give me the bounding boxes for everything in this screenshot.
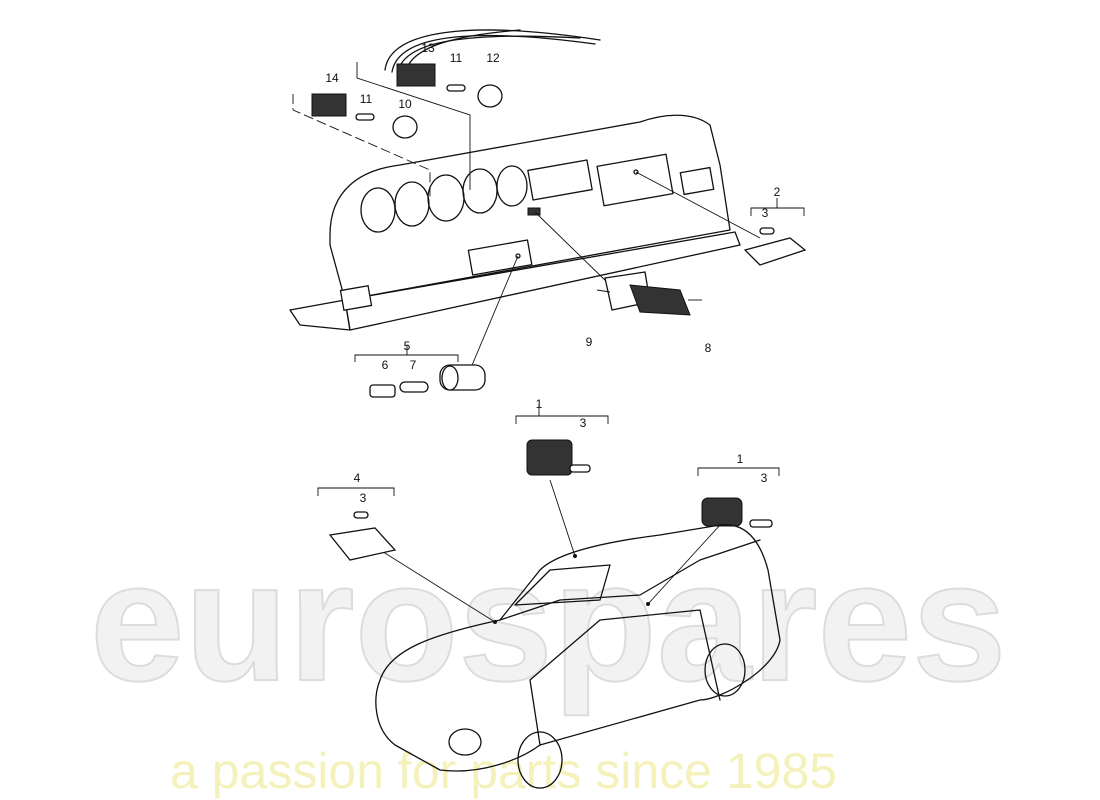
callout-5: 5 bbox=[404, 339, 411, 353]
callout-8: 8 bbox=[705, 341, 712, 355]
bulb-11-lower bbox=[355, 113, 375, 121]
leader-lines bbox=[379, 171, 761, 623]
switch-14 bbox=[311, 93, 347, 117]
part-1-right-lamp bbox=[697, 467, 780, 528]
dashboard bbox=[289, 114, 741, 331]
callout-6: 6 bbox=[382, 358, 389, 372]
car-outline bbox=[375, 524, 781, 789]
callout-1: 1 bbox=[737, 452, 744, 466]
bulb-11-upper bbox=[446, 84, 466, 92]
callout-13: 13 bbox=[421, 41, 435, 55]
part-2-lamp bbox=[743, 198, 807, 266]
callout-2: 2 bbox=[774, 185, 781, 199]
callout-3: 3 bbox=[360, 491, 367, 505]
knob-10 bbox=[392, 115, 418, 139]
callout-3: 3 bbox=[762, 206, 769, 220]
callout-9: 9 bbox=[586, 335, 593, 349]
callout-4: 4 bbox=[354, 471, 361, 485]
part-1-upper-lamp bbox=[515, 404, 609, 476]
callout-3: 3 bbox=[580, 416, 587, 430]
watermark-brand: eurospares bbox=[90, 527, 1007, 717]
watermark-tagline: a passion for parts since 1985 bbox=[170, 743, 837, 799]
callout-labels: 13 11 12 14 11 10 2 3 9 8 5 6 7 1 3 4 3 … bbox=[325, 41, 780, 505]
callout-11: 11 bbox=[450, 51, 463, 65]
callout-12: 12 bbox=[486, 51, 500, 65]
callout-10: 10 bbox=[398, 97, 412, 111]
knob-12 bbox=[477, 84, 503, 108]
callout-14: 14 bbox=[325, 71, 339, 85]
callout-11: 11 bbox=[360, 92, 373, 106]
callout-3: 3 bbox=[761, 471, 768, 485]
callout-1: 1 bbox=[536, 397, 543, 411]
callout-7: 7 bbox=[410, 358, 417, 372]
watermark: eurospares a passion for parts since 198… bbox=[89, 526, 1008, 799]
part-8-9-switch bbox=[596, 271, 702, 316]
switch-13 bbox=[396, 63, 436, 87]
part-4-lamp bbox=[317, 487, 397, 561]
part-5-group bbox=[354, 345, 486, 398]
